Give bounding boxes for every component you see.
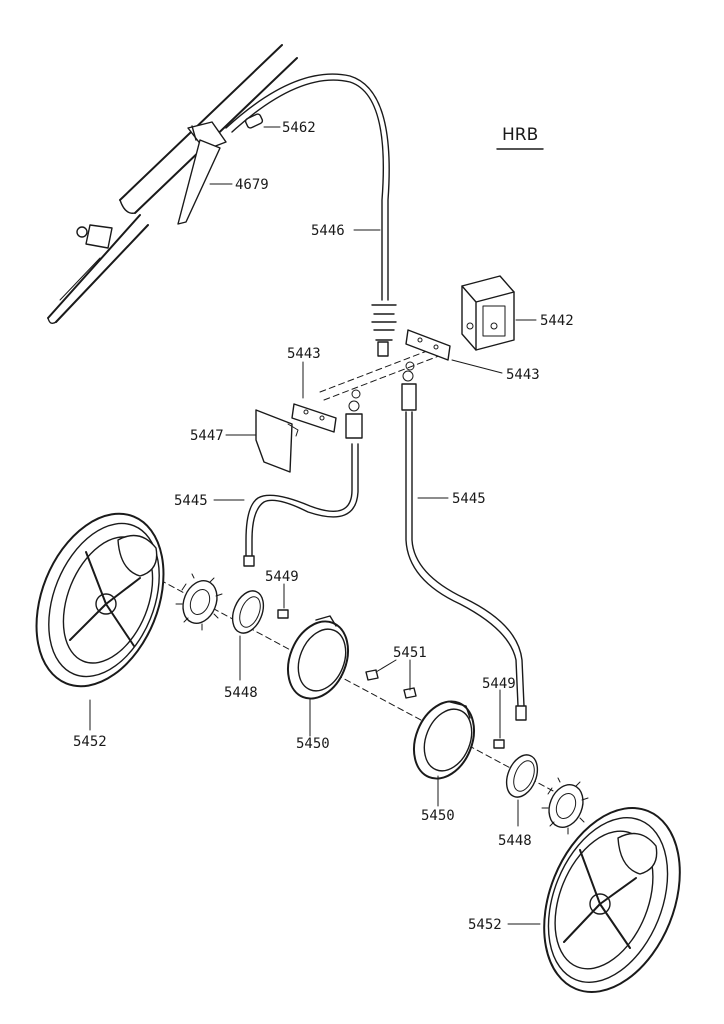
wheel-right xyxy=(543,807,681,993)
label-5450-left: 5450 xyxy=(296,736,330,752)
label-5445-right: 5445 xyxy=(452,491,486,507)
diagram-title: HRB xyxy=(496,125,544,150)
cable-clip xyxy=(244,113,264,129)
label-5443-left: 5443 xyxy=(287,346,321,362)
brake-cable-main xyxy=(225,73,397,357)
label-5462: 5462 xyxy=(282,120,316,136)
label-5452-right: 5452 xyxy=(468,917,502,933)
label-5450-right: 5450 xyxy=(421,808,455,824)
brake-lever xyxy=(177,121,227,225)
label-4679: 4679 xyxy=(235,177,269,193)
leader-lines xyxy=(89,126,541,925)
pin-left xyxy=(277,609,289,619)
brake-band-left xyxy=(231,590,265,634)
label-5448-right: 5448 xyxy=(498,833,532,849)
label-5449-left: 5449 xyxy=(265,569,299,585)
control-box xyxy=(461,275,515,351)
label-5451: 5451 xyxy=(393,645,427,661)
label-5446: 5446 xyxy=(311,223,345,239)
gear-hub-left xyxy=(175,573,223,631)
gear-hub-right xyxy=(541,777,589,835)
title-text: HRB xyxy=(502,125,538,145)
axle-centerline xyxy=(159,579,571,801)
label-5452-left: 5452 xyxy=(73,734,107,750)
label-5447: 5447 xyxy=(190,428,224,444)
brake-cable-right xyxy=(401,361,527,721)
brake-cable-left xyxy=(243,389,363,567)
label-5443-right: 5443 xyxy=(506,367,540,383)
brake-drum-right xyxy=(413,700,475,780)
brake-band-right xyxy=(505,754,539,798)
label-5442: 5442 xyxy=(540,313,574,329)
part-labels: 5462 4679 5446 5442 5443 5443 5447 5445 … xyxy=(73,120,574,933)
cover-plate xyxy=(255,409,299,473)
brake-drum-left xyxy=(287,615,349,700)
label-5448-left: 5448 xyxy=(224,685,258,701)
label-5449-right: 5449 xyxy=(482,676,516,692)
screws xyxy=(365,669,417,699)
brake-rod xyxy=(291,329,451,433)
pin-right xyxy=(493,739,505,749)
label-5445-left: 5445 xyxy=(174,493,208,509)
wheel-left xyxy=(35,512,165,688)
